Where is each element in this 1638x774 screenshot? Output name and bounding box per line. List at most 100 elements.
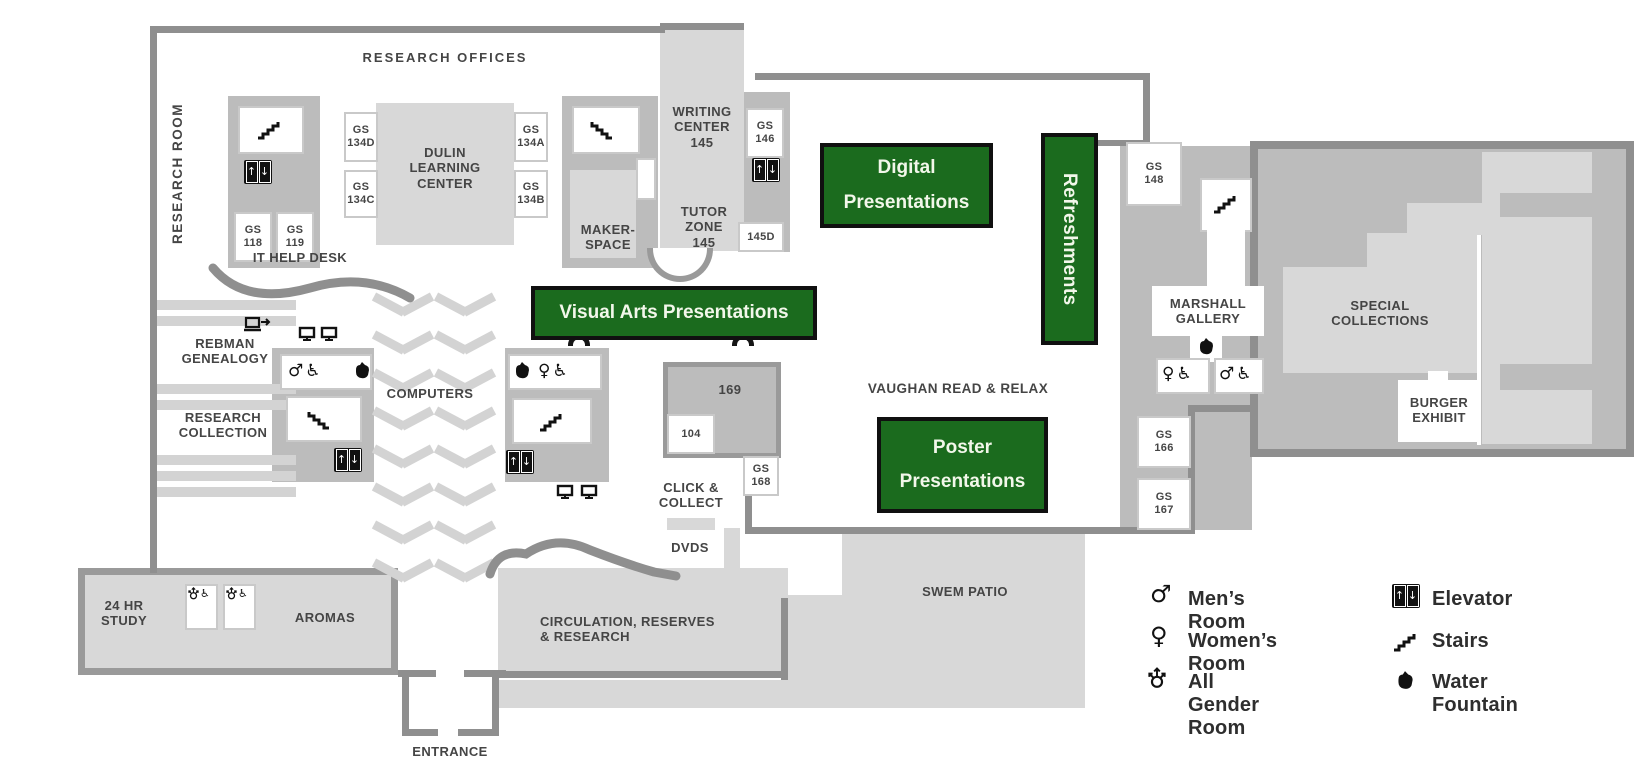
female-icon: ♀	[1150, 622, 1168, 650]
room-gs134d: GS 134D	[344, 112, 378, 162]
laptop-checkout-icon	[244, 316, 271, 332]
wall	[1143, 73, 1150, 145]
legend-label: Elevator	[1432, 588, 1513, 610]
water-fountain-icon	[356, 362, 369, 379]
room-gs118: GS 118	[234, 212, 272, 262]
event-label-visual-arts-presentations: Visual Arts Presentations	[531, 286, 817, 340]
room-label-click-collect: CLICK & COLLECT	[658, 480, 724, 511]
it-help-desk-counter	[208, 263, 415, 303]
computer-monitor-icon	[320, 326, 338, 341]
stairs-icon	[590, 122, 612, 140]
legend-label: Stairs	[1432, 630, 1489, 652]
all-gender-icon	[226, 587, 237, 600]
wall	[755, 73, 1150, 80]
room-label-circulation: CIRCULATION, RESERVES & RESEARCH	[540, 614, 715, 645]
male-icon: ♂	[1150, 580, 1172, 608]
wall-notch	[1500, 193, 1592, 217]
room-label-special-collections: SPECIAL COLLECTIONS	[1331, 298, 1429, 329]
computer-monitor-icon	[298, 326, 316, 341]
wall	[498, 671, 788, 678]
legend-label: Women’s Room	[1188, 630, 1278, 675]
entrance-wall	[402, 729, 438, 736]
all-gender-icon	[188, 587, 199, 600]
tutor-zone-archway	[647, 248, 713, 282]
mens-room-marshall	[1214, 358, 1264, 394]
water-fountain-icon	[516, 362, 529, 379]
special-collections-step	[1407, 203, 1482, 235]
wall	[745, 495, 752, 534]
west-stairwell	[286, 396, 362, 442]
room-gs134a: GS 134A	[514, 112, 548, 162]
womens-room-marshall	[1156, 358, 1210, 394]
room-label-writing-center: WRITING CENTER 145	[672, 104, 732, 150]
stairs-icon	[1394, 634, 1416, 652]
room-gs134b: GS 134B	[514, 170, 548, 218]
stairs-icon	[1214, 196, 1236, 214]
northwest-stairwell	[238, 106, 304, 154]
wall	[150, 26, 665, 33]
stairs-icon	[258, 122, 280, 140]
writing-center-room	[660, 23, 744, 251]
elevator-icon: ↑↓	[1392, 584, 1420, 608]
stairs-icon	[540, 414, 562, 432]
legend-label: Men’s Room	[1188, 588, 1246, 633]
patio-walkway	[498, 680, 1085, 708]
wall	[1250, 405, 1257, 457]
room-label-marshall-gallery: MARSHALL GALLERY	[1169, 296, 1247, 327]
mens-room-west	[280, 354, 372, 390]
special-collections-floor	[1283, 267, 1479, 373]
computer-monitor-icon	[580, 484, 598, 499]
room-label-makerspace: MAKER- SPACE	[580, 222, 636, 253]
room-label-computers: COMPUTERS	[386, 386, 474, 401]
dvd-shelf	[724, 528, 740, 574]
wall	[398, 670, 436, 677]
womens-room-icons: ♀♿	[538, 361, 570, 381]
legend-label: All Gender Room	[1188, 671, 1260, 739]
room-gs166: GS 166	[1137, 416, 1191, 468]
makerspace-stairwell	[572, 106, 640, 154]
room-label-tutor-zone: TUTOR ZONE 145	[680, 204, 728, 250]
wall	[1188, 405, 1195, 534]
room-label-aromas: AROMAS	[294, 610, 356, 625]
wall	[781, 598, 788, 680]
room-label-research-offices: RESEARCH OFFICES	[362, 50, 528, 65]
room-label-169: 169	[718, 382, 742, 397]
room-gs167: GS 167	[1137, 478, 1191, 530]
wall	[748, 527, 1195, 534]
event-label-digital-presentations: Digital Presentations	[820, 143, 993, 228]
room-label-vaughan: VAUGHAN READ & RELAX	[867, 381, 1049, 396]
event-label-refreshments: Refreshments	[1041, 133, 1098, 345]
makerspace-nook	[636, 158, 656, 200]
swem-patio-area	[788, 595, 844, 690]
stairs-icon	[307, 412, 329, 430]
all-gender-room-icons: ♿	[225, 586, 248, 601]
dulin-learning-center-room	[376, 103, 514, 245]
mens-room-icons: ♂♿	[1219, 364, 1254, 384]
marshall-gallery-hall	[1152, 286, 1264, 336]
entrance-wall	[402, 676, 409, 736]
room-label-dvds: DVDS	[671, 540, 709, 555]
circulation-desk-counter	[485, 538, 681, 581]
makerspace-room	[570, 170, 636, 258]
room-gs168: GS 168	[743, 456, 779, 496]
womens-room-icons: ♀♿	[1162, 364, 1194, 384]
room-gs148: GS 148	[1126, 142, 1182, 206]
room-label-24hr-study: 24 HR STUDY	[100, 598, 148, 629]
wing-divider-gap	[1477, 235, 1481, 445]
room-label-swem-patio: SWEM PATIO	[922, 584, 1008, 599]
wall-notch	[1500, 364, 1592, 390]
elevator-icon: ↑↓	[752, 158, 780, 182]
all-gender-icon	[1148, 667, 1166, 688]
marshall-corridor	[1207, 230, 1245, 290]
mens-room-icons: ♂♿	[288, 361, 323, 381]
special-collections-step	[1367, 233, 1479, 269]
room-label-research-room: RESEARCH ROOM	[170, 102, 185, 244]
room-gs134c: GS 134C	[344, 170, 378, 218]
room-104: 104	[667, 414, 715, 454]
wall	[464, 670, 506, 677]
wall	[1095, 140, 1147, 146]
entrance-wall	[492, 676, 499, 736]
burger-exhibit: BURGER EXHIBIT	[1398, 380, 1480, 442]
event-label-poster-presentations: Poster Presentations	[877, 417, 1048, 513]
